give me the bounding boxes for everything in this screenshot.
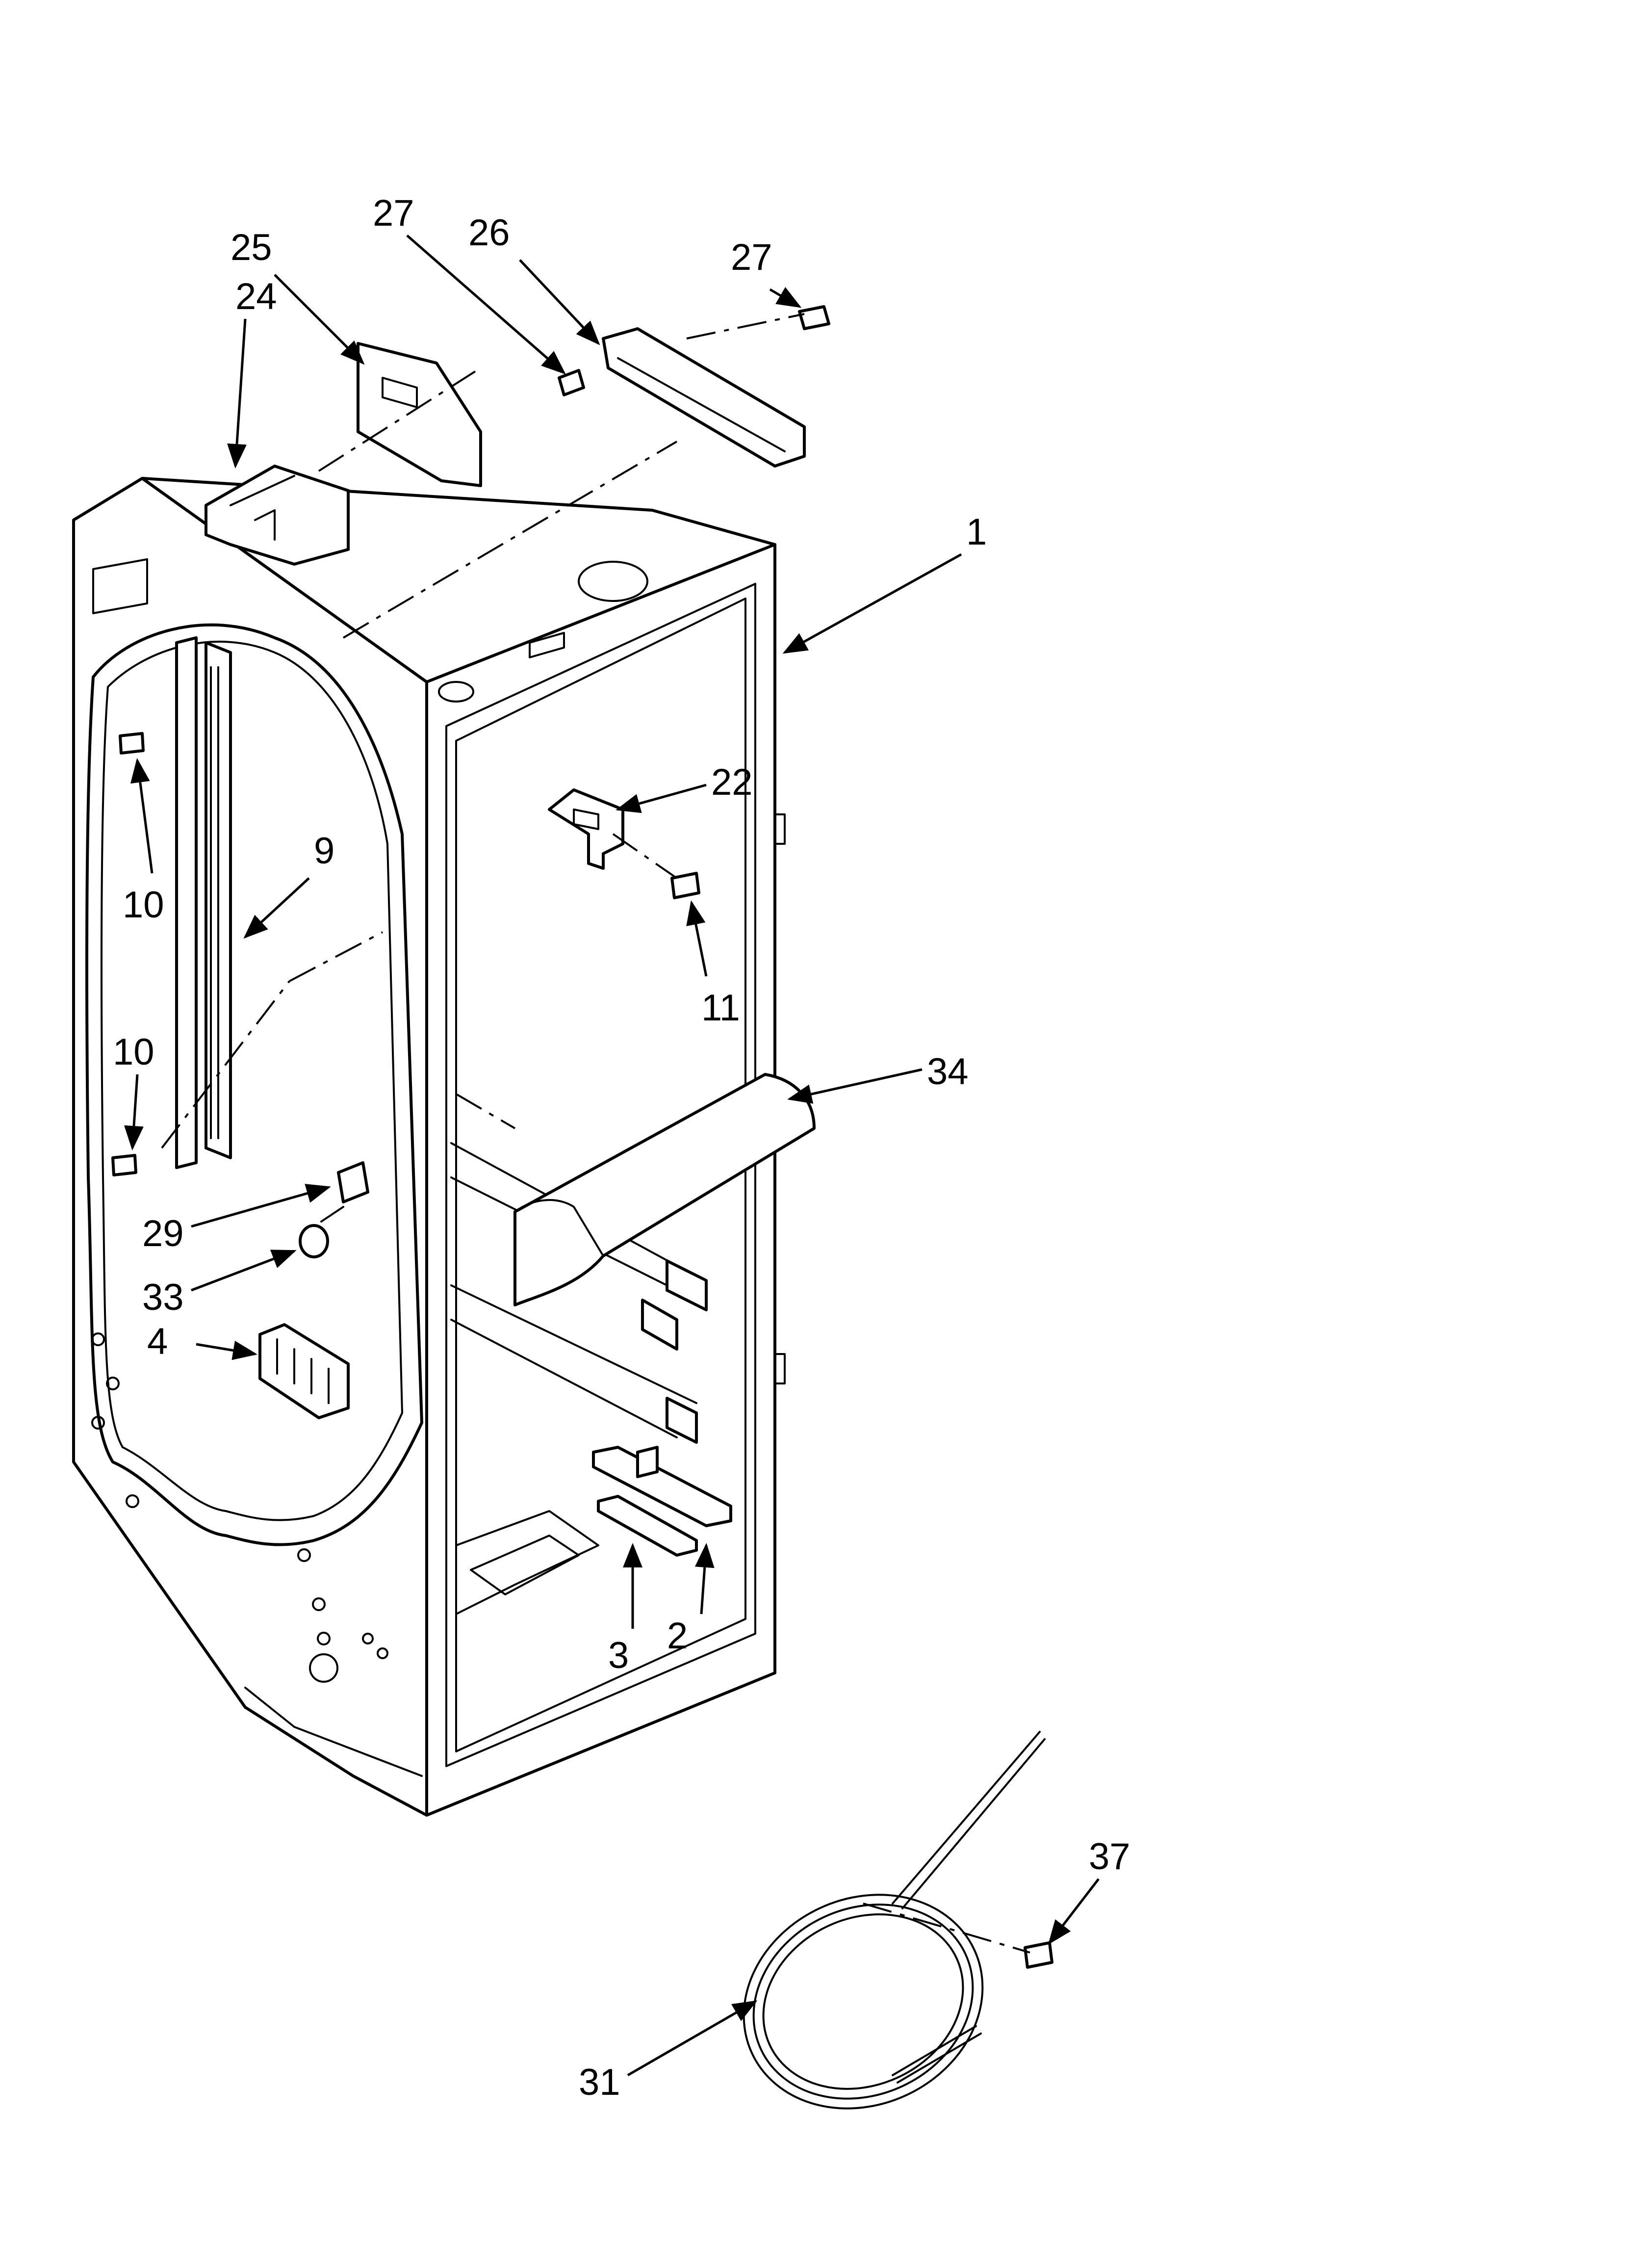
callout-2: 2 xyxy=(667,1615,688,1657)
callout-22: 22 xyxy=(711,761,753,803)
control-mount-25 xyxy=(357,342,482,487)
callout-26: 26 xyxy=(468,212,510,254)
screws xyxy=(111,305,1053,1969)
callout-9: 9 xyxy=(314,830,334,872)
labels-2-3 xyxy=(592,1446,732,1557)
callout-34: 34 xyxy=(927,1051,969,1093)
callout-37: 37 xyxy=(1089,1836,1130,1877)
assembly-lines xyxy=(161,313,1030,1954)
callout-29: 29 xyxy=(142,1213,184,1254)
callout-24: 24 xyxy=(235,276,277,317)
callout-11: 11 xyxy=(701,987,740,1029)
callout-10b: 10 xyxy=(113,1031,154,1073)
front-trim-26 xyxy=(602,327,806,468)
leader-lines xyxy=(124,235,1100,2077)
callout-4: 4 xyxy=(147,1321,168,1362)
callout-27b: 27 xyxy=(731,236,772,278)
callout-27a: 27 xyxy=(373,192,414,234)
thermostat-housing-24 xyxy=(205,465,350,566)
light-shield-34 xyxy=(513,1073,816,1306)
callout-1: 1 xyxy=(966,511,987,553)
light-socket-29-bulb-33 xyxy=(299,1161,369,1258)
bracket-22 xyxy=(548,788,624,870)
callout-31: 31 xyxy=(579,2061,620,2103)
callout-10a: 10 xyxy=(123,884,164,926)
callout-33: 33 xyxy=(142,1277,184,1318)
water-tube-31 xyxy=(743,1731,1046,2110)
callout-labels: 1 2 3 4 9 10 10 11 22 24 25 26 27 27 29 … xyxy=(113,192,1130,2103)
shelf-ladder-9 xyxy=(175,636,232,1169)
callout-3: 3 xyxy=(608,1635,629,1676)
callout-25: 25 xyxy=(231,227,272,268)
air-diffuser-4 xyxy=(258,1323,350,1419)
